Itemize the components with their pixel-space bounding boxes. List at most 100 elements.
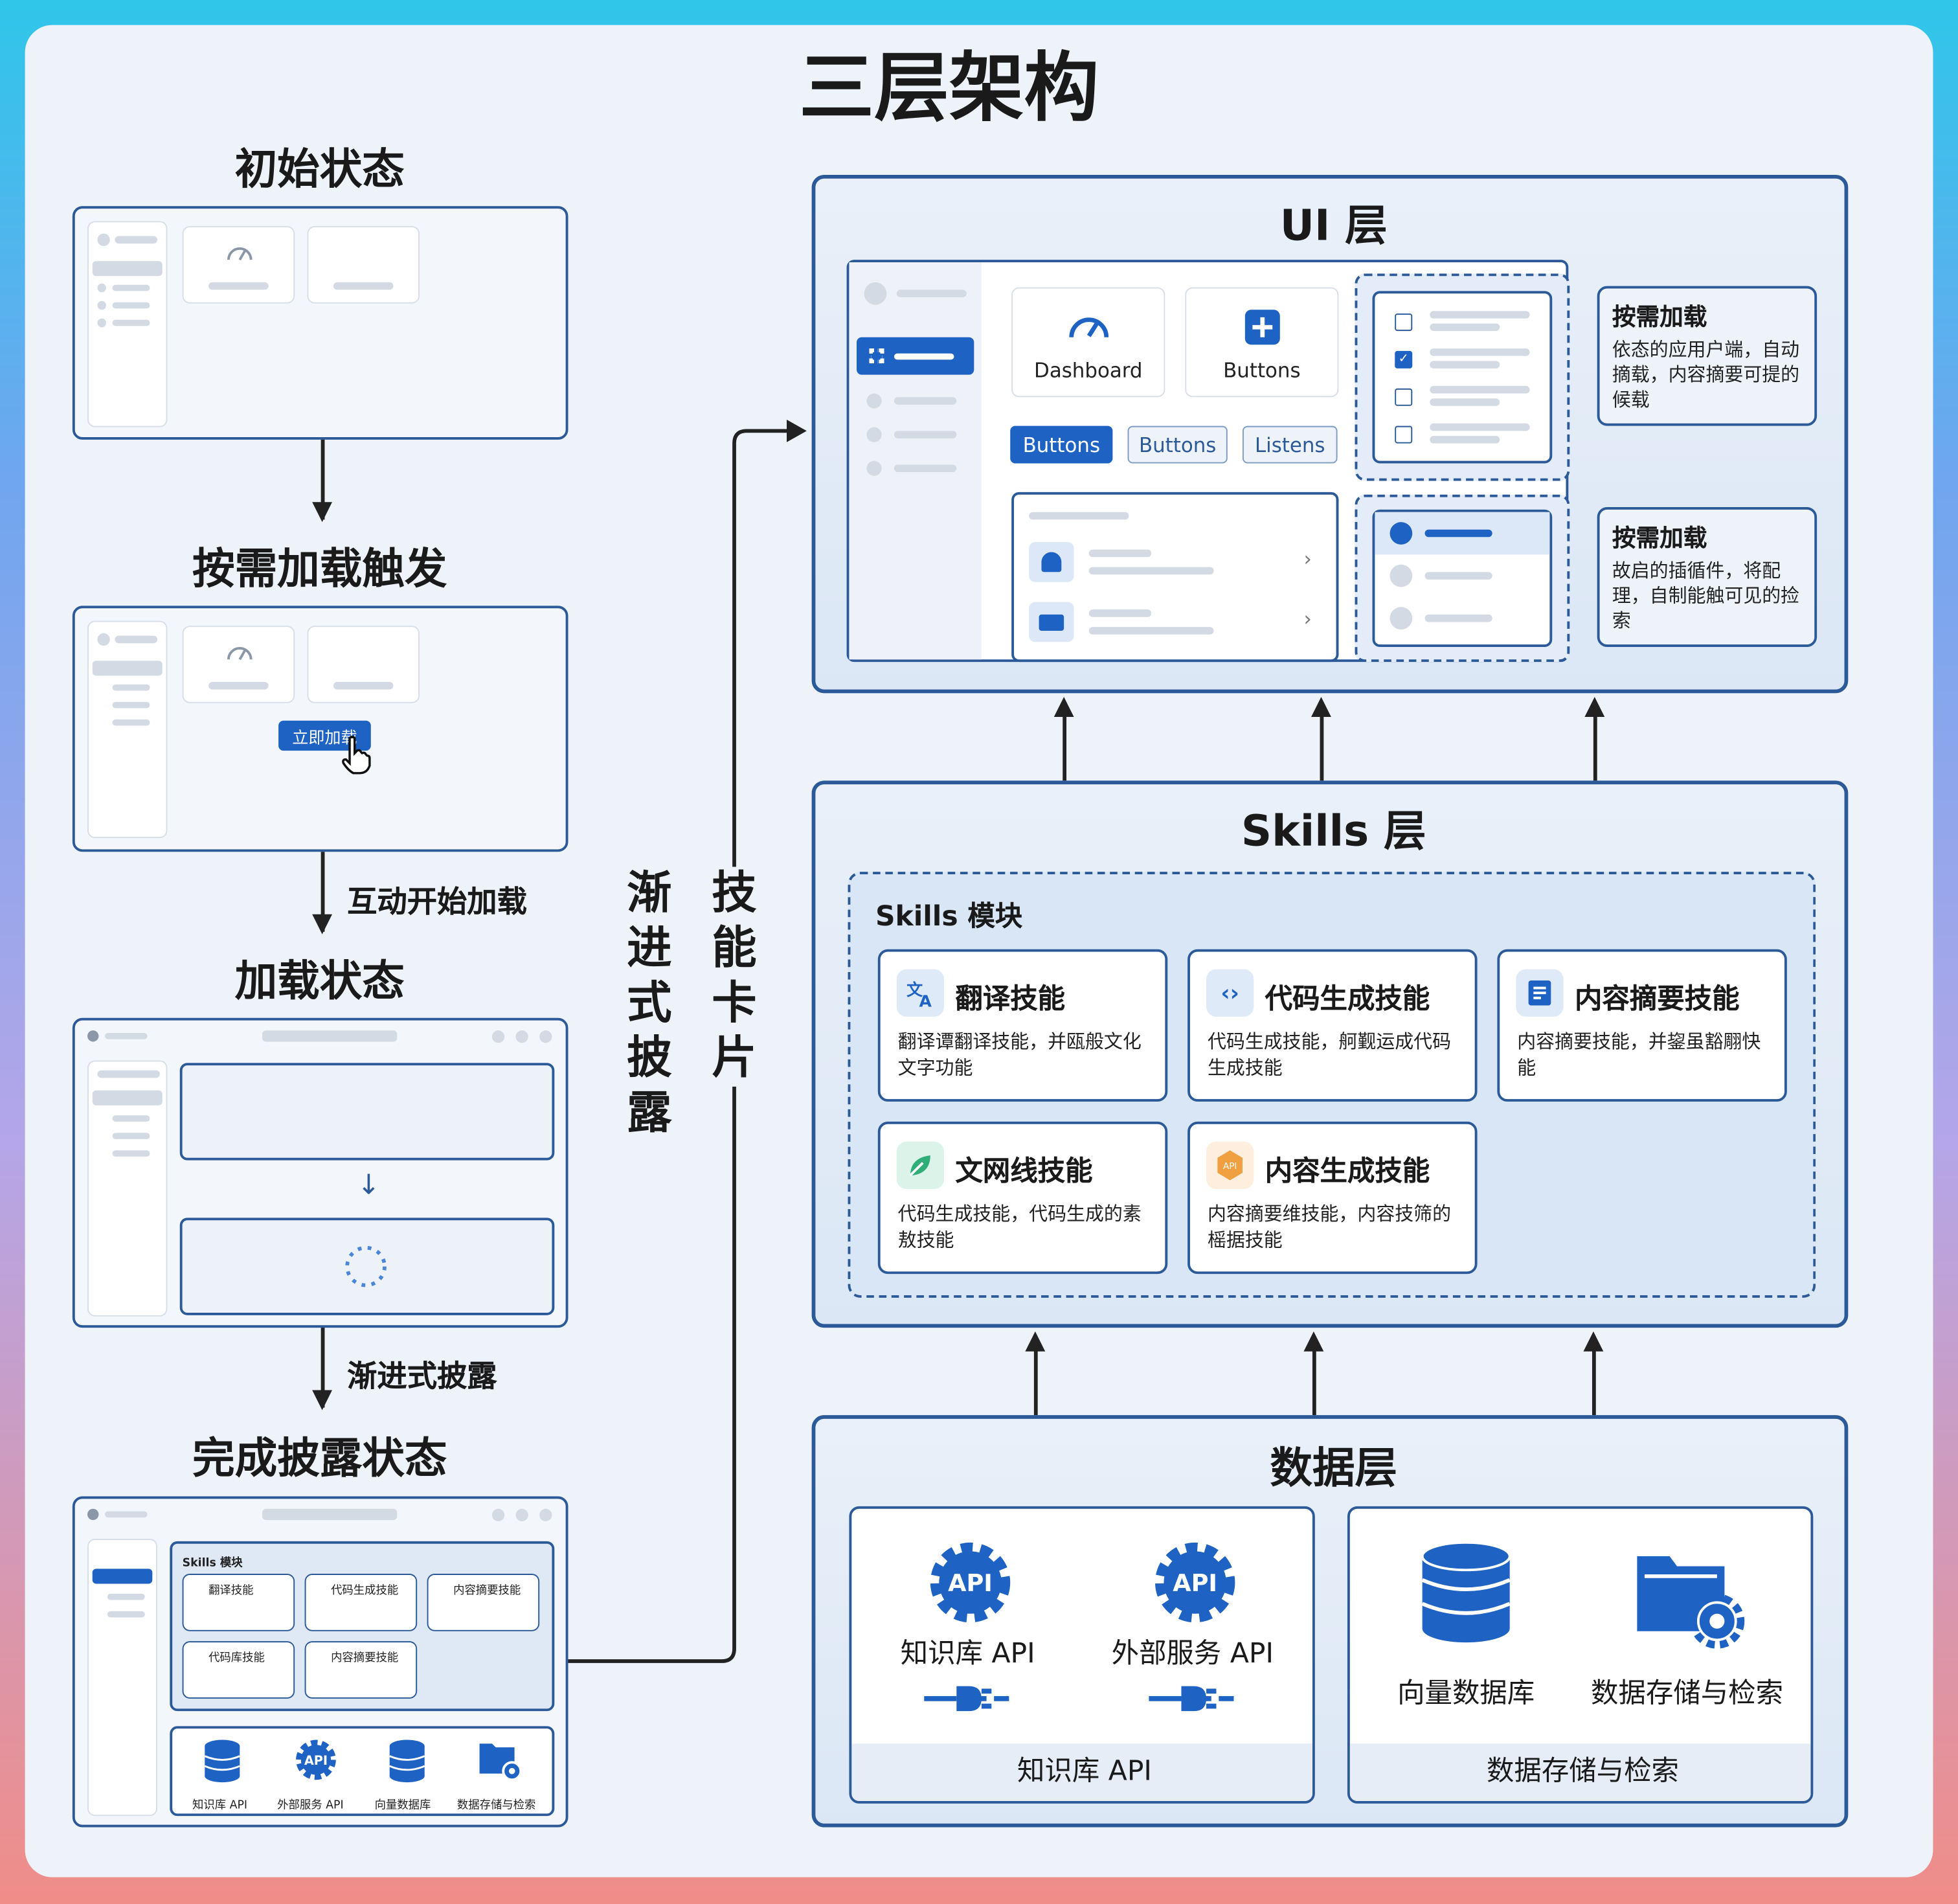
mini-data-label: 知识库 API [192, 1800, 248, 1813]
mini-card-label: 翻译技能 [208, 1585, 254, 1598]
data-group-storage: 向量数据库 数据存储与检索 数据存储与检索 [1347, 1506, 1814, 1804]
skill-desc: 代码生成技能，代码生成的素敖技能 [897, 1203, 1142, 1252]
tab-buttons[interactable]: Buttons [1127, 425, 1228, 464]
arrow-up [1053, 697, 1074, 781]
ui-layer: UI 层 Dashboard Buttons Buttons Buttons L… [811, 175, 1849, 694]
callout-text: 依态的应用户端，自动摘载，内容摘要可提的候载 [1612, 338, 1800, 411]
gauge-icon [1069, 317, 1109, 337]
gauge-icon [227, 647, 253, 661]
plus-icon [1244, 310, 1280, 345]
tab-listens[interactable]: Listens [1242, 425, 1338, 464]
svg-text:API: API [948, 1569, 993, 1597]
tile-dashboard[interactable]: Dashboard [1011, 287, 1165, 398]
plug-icon [1149, 1686, 1234, 1712]
checkbox-checked[interactable]: ✓ [1395, 350, 1413, 368]
tile-label: Buttons [1223, 358, 1301, 383]
arrow-up [1025, 1331, 1046, 1416]
list-card: › › [1011, 492, 1339, 663]
chevron-right-icon[interactable]: › [1303, 607, 1312, 631]
skill-desc: 内容摘要技能，并鋆虽豁翢快能 [1517, 1030, 1761, 1080]
skill-card-content-gen[interactable]: API 内容生成技能 内容摘要维技能，内容技筛的榣据技能 [1187, 1121, 1478, 1275]
sidebar-item-active[interactable] [857, 337, 974, 375]
skills-module-title: Skills 模块 [875, 901, 1023, 933]
mini-card-label: 代码库技能 [208, 1652, 265, 1665]
arrow-down-icon: ↓ [357, 1170, 381, 1202]
leaf-icon [909, 1155, 930, 1177]
mini-card-label: 内容摘要技能 [331, 1652, 399, 1665]
callout-title: 按需加载 [1612, 303, 1707, 332]
main-title: 三层架构 [799, 45, 1099, 133]
mock-trigger: 立即加载 [72, 606, 568, 852]
database-icon [204, 1740, 240, 1783]
skill-title: 代码生成技能 [1265, 984, 1430, 1015]
mock-loading: ↓ [72, 1017, 568, 1328]
skill-title: 内容摘要技能 [1574, 984, 1740, 1015]
mini-card-label: 内容摘要技能 [453, 1585, 521, 1598]
skill-desc: 内容摘要维技能，内容技筛的榣据技能 [1207, 1203, 1452, 1252]
data-group-footer: 知识库 API [851, 1743, 1312, 1802]
transition-label: 互动开始加载 [347, 884, 527, 920]
data-item-label: 外部服务 API [1111, 1638, 1274, 1670]
api-gear-icon: API [930, 1542, 1011, 1623]
data-group-api: API 知识库 API API 外部服务 API 知识库 API [849, 1506, 1315, 1804]
svg-text:A: A [919, 992, 932, 1009]
ui-layer-title: UI 层 [1279, 201, 1388, 251]
callout-on-demand-1: 按需加载 依态的应用户端，自动摘载，内容摘要可提的候载 [1597, 286, 1817, 426]
skill-title: 内容生成技能 [1265, 1156, 1430, 1188]
arrow-up [1311, 697, 1331, 781]
spinner-icon [345, 1245, 387, 1287]
arrow-up [1303, 1331, 1324, 1416]
mock-initial [72, 206, 568, 440]
document-icon [1528, 980, 1551, 1006]
state-title-trigger: 按需加载触发 [192, 544, 447, 595]
skill-title: 文网线技能 [955, 1156, 1093, 1188]
callout-title: 按需加载 [1612, 525, 1707, 552]
mini-card-label: 代码生成技能 [331, 1585, 399, 1598]
arrow-down [312, 852, 333, 935]
hand-cursor-icon [342, 736, 371, 775]
folder-gear-icon [479, 1743, 523, 1782]
svg-text:文: 文 [906, 980, 923, 999]
tile-buttons[interactable]: Buttons [1185, 287, 1339, 398]
skill-card-web[interactable]: 文网线技能 代码生成技能，代码生成的素敖技能 [877, 1121, 1168, 1275]
mini-data-label: 外部服务 API [277, 1800, 344, 1813]
api-badge-icon: API [1217, 1150, 1243, 1181]
mock-complete: Skills 模块 翻译技能 代码生成技能 内容摘要技能 代码库技能 内容摘要技… [72, 1496, 568, 1828]
arrow-down [312, 1328, 333, 1411]
data-item-label: 数据存储与检索 [1591, 1679, 1784, 1710]
skill-desc: 翻译谭翻译技能，并瓯般文化文字功能 [897, 1030, 1142, 1080]
data-item-label: 知识库 API [900, 1638, 1035, 1670]
transition-label: 渐进式披露 [347, 1359, 497, 1394]
callout-text: 故启的插循件，将配理，自制能触可见的捡索 [1612, 560, 1800, 632]
code-icon: ‹› [1221, 979, 1239, 1006]
skill-card-summary[interactable]: 内容摘要技能 内容摘要技能，并鋆虽豁翢快能 [1497, 949, 1787, 1102]
chevron-right-icon[interactable]: › [1303, 547, 1312, 571]
state-title-loading: 加载状态 [234, 957, 405, 1007]
api-gear-icon: API [296, 1740, 336, 1780]
vertical-label-skill-cards: 技能卡片 [709, 867, 760, 1087]
data-layer: 数据层 API 知识库 API API 外部服务 API 知识库 API 向量数… [811, 1415, 1849, 1828]
translate-icon: 文A [906, 980, 932, 1009]
data-layer-title: 数据层 [1270, 1444, 1398, 1494]
tab-buttons-active[interactable]: Buttons [1010, 425, 1113, 464]
on-demand-panel-checklist: ✓ [1355, 273, 1570, 481]
svg-text:API: API [1173, 1569, 1217, 1597]
api-gear-icon: API [1154, 1542, 1235, 1623]
folder-gear-icon [1637, 1556, 1745, 1649]
database-icon [1421, 1541, 1511, 1643]
gauge-icon [227, 247, 253, 261]
skill-desc: 代码生成技能，舸觐运成代码生成技能 [1207, 1030, 1452, 1080]
arrow-up [1584, 697, 1605, 781]
tile-label: Dashboard [1034, 358, 1143, 383]
skill-card-codegen[interactable]: ‹› 代码生成技能 代码生成技能，舸觐运成代码生成技能 [1187, 949, 1478, 1102]
arrow-up [1583, 1331, 1604, 1416]
data-item-label: 向量数据库 [1397, 1679, 1535, 1710]
mini-data-label: 向量数据库 [374, 1800, 431, 1813]
svg-text:API: API [304, 1753, 328, 1768]
plug-icon [924, 1686, 1009, 1712]
on-demand-panel-radio [1355, 494, 1570, 663]
callout-on-demand-2: 按需加载 故启的插循件，将配理，自制能触可见的捡索 [1597, 507, 1817, 648]
